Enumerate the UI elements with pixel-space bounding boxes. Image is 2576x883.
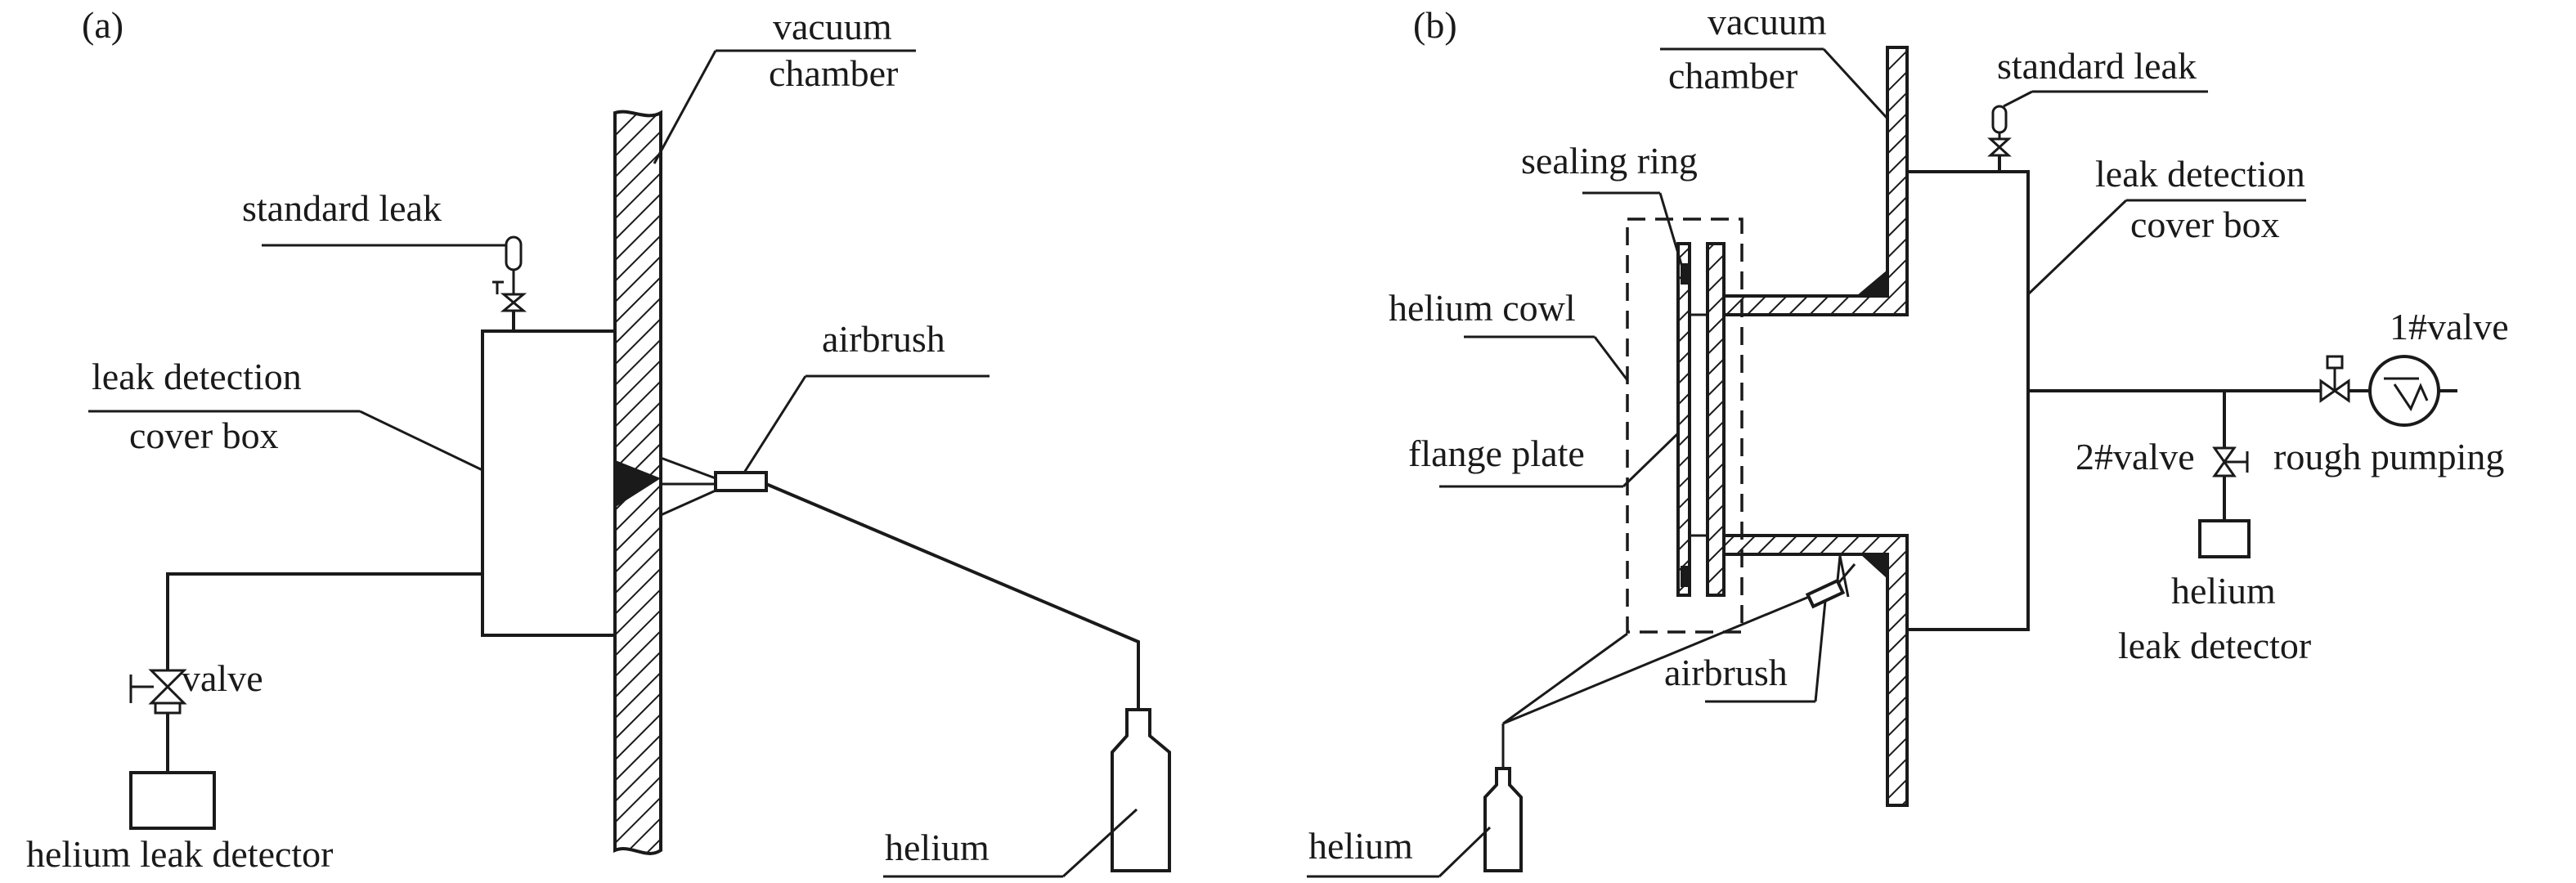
detector-label1-b: helium — [2171, 570, 2276, 612]
spray-line-bottom-a — [660, 489, 716, 517]
chamber-label-b: chamber — [1668, 55, 1797, 96]
panel-b-tag: (b) — [1413, 4, 1457, 46]
airbrush-icon-a — [714, 471, 768, 492]
cover-box-label1-a: leak detection — [92, 356, 302, 397]
vacuum-label-a: vacuum — [773, 6, 892, 47]
airbrush-icon-b — [1805, 578, 1846, 609]
helium-leader-a — [1061, 808, 1138, 878]
sealing-ring-label-b: sealing ring — [1521, 140, 1698, 182]
hose-to-airbrush-b — [1502, 595, 1810, 725]
airbrush-label-b: airbrush — [1664, 652, 1788, 693]
flange-inner-b — [1706, 242, 1726, 597]
cover-box-label2-a: cover box — [129, 415, 279, 456]
valve1-label-b: 1#valve — [2390, 306, 2509, 347]
flange-plate-b — [1676, 242, 1691, 597]
helium-label-b: helium — [1308, 825, 1413, 867]
standard-leak-label-b: standard leak — [1997, 45, 2197, 87]
standard-leak-valve-icon-a — [500, 293, 527, 312]
helium-label-a: helium — [885, 827, 990, 868]
valve-label-a: valve — [182, 657, 263, 699]
cover-box-leader-b — [2026, 199, 2128, 296]
helium-cowl-leader-b — [1593, 336, 1629, 381]
helium-cowl-b — [1626, 217, 1744, 634]
airbrush-label-a: airbrush — [822, 318, 945, 360]
helium-hose-a — [765, 482, 1140, 711]
weld-lower-b — [1860, 554, 1887, 579]
airbrush-leader-a — [743, 375, 807, 473]
rough-pump-icon-b — [2368, 355, 2440, 427]
weld-upper-b — [1856, 270, 1887, 296]
panel-a-tag: (a) — [82, 4, 123, 46]
helium-leak-detector-a — [129, 771, 216, 830]
detector-label2-b: leak detector — [2118, 625, 2311, 666]
flange-plate-label-b: flange plate — [1408, 433, 1585, 474]
sealing-ring-bottom-b — [1681, 566, 1690, 587]
sealing-ring-leader-b — [1658, 192, 1685, 271]
cover-box-label1-b: leak detection — [2095, 153, 2305, 195]
cover-box-leader-a — [359, 410, 483, 472]
hose-to-cowl-b — [1502, 632, 1628, 725]
helium-bottle-a — [1111, 708, 1171, 872]
valve1-icon-b — [2319, 379, 2350, 403]
valve-icon-a — [148, 669, 187, 705]
valve2-icon-b — [2212, 446, 2237, 477]
weld-spot-a — [609, 458, 661, 511]
panel-a: (a) vacuum chamber leak detection cover … — [26, 4, 1171, 878]
detector-pipe-a — [166, 572, 482, 670]
detector-label-a: helium leak detector — [26, 833, 334, 875]
vacuum-leader-b — [1822, 47, 1889, 120]
chamber-label-a: chamber — [769, 52, 898, 94]
cover-box-b — [1907, 170, 2030, 631]
helium-cowl-label-b: helium cowl — [1389, 287, 1576, 329]
cover-box-label2-b: cover box — [2130, 204, 2280, 245]
standard-leak-icon-b — [1991, 105, 2008, 134]
standard-leak-label-a: standard leak — [242, 187, 442, 229]
valve2-label-b: 2#valve — [2076, 436, 2195, 477]
helium-leak-detector-b — [2198, 519, 2251, 558]
cover-box-a — [481, 329, 617, 637]
vacuum-leader-a — [653, 50, 717, 164]
standard-leak-valve-icon-b — [1987, 137, 2012, 157]
helium-bottle-b — [1483, 767, 1523, 872]
rough-pumping-label-b: rough pumping — [2273, 436, 2504, 477]
airbrush-leader-b — [1814, 600, 1827, 702]
vacuum-label-b: vacuum — [1708, 1, 1827, 43]
spray-line-top-a — [660, 456, 716, 480]
helium-leader-b — [1438, 826, 1492, 878]
panel-b: (b) standard leak vacuum chamber sealing… — [1307, 1, 2509, 878]
flange-plate-leader-b — [1622, 432, 1680, 488]
standard-leak-icon-a — [505, 235, 523, 271]
